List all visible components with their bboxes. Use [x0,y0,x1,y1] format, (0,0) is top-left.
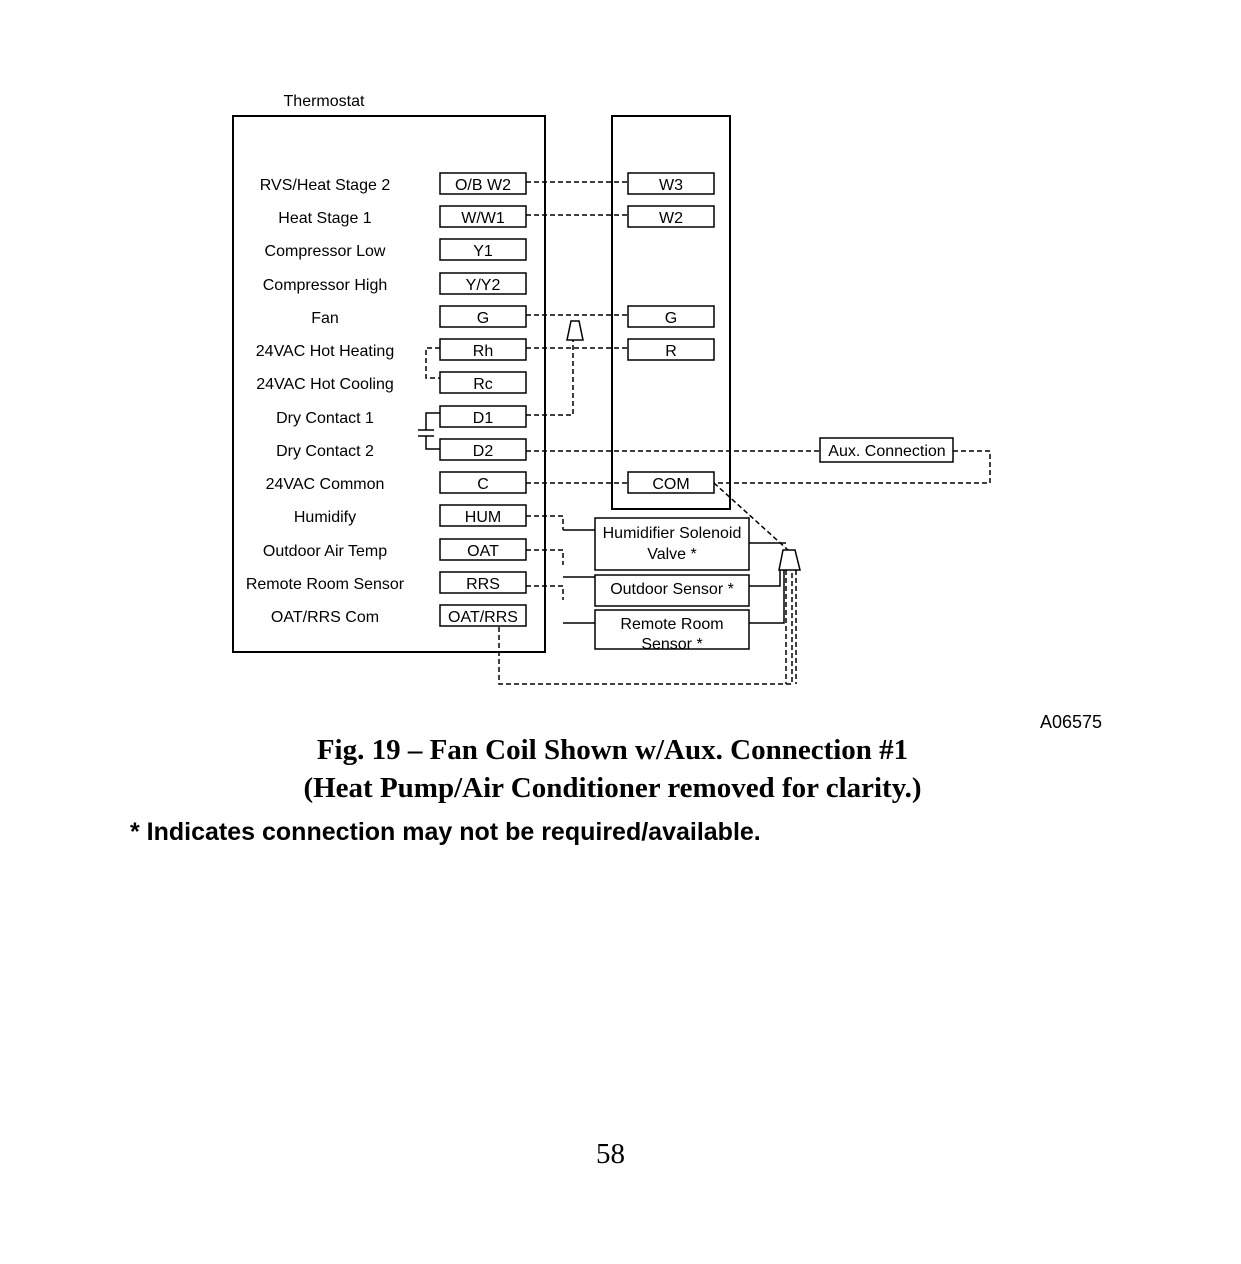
fan-coil-terminal-label: W3 [659,177,683,194]
fan-coil-terminal-label: W2 [659,210,683,227]
humidifier-label-line2: Valve * [647,546,697,563]
fan-coil-terminal-g: G [627,305,715,328]
thermostat-terminal-label: RRS [466,576,500,593]
thermostat-row-label: Humidify [294,509,356,526]
thermostat-row-label: 24VAC Hot Cooling [256,376,394,393]
thermostat-terminal-box [439,305,527,328]
wire-nut-icon [566,320,584,341]
thermostat-terminal-label: G [477,310,489,327]
aux-connection-label: Aux. Connection [828,443,945,460]
fan-coil-terminal-w2: W2 [627,205,715,228]
thermostat-row-label: 24VAC Hot Heating [256,343,394,360]
thermostat-row-label: Heat Stage 1 [278,210,372,227]
humidifier-solenoid-box: Humidifier Solenoid Valve * [594,517,750,571]
thermostat-terminal-box [439,405,527,428]
field-wiring [425,181,991,685]
wire-nut-icon [778,549,801,571]
thermostat-terminal-label: Y/Y2 [466,277,501,294]
humidifier-label-line1: Humidifier Solenoid [603,525,742,542]
thermostat-terminal-label: Y1 [473,243,493,260]
figure-title: Fig. 19 – Fan Coil Shown w/Aux. Connecti… [316,734,909,766]
thermostat-terminal-label: Rc [473,376,493,393]
thermostat-row-label: Outdoor Air Temp [263,543,387,560]
thermostat-terminal-rows: RVS/Heat Stage 2 O/B W2 Heat Stage 1 W/W1Co… [246,172,527,627]
fan-coil-box [611,115,731,510]
thermostat-title: Thermostat [284,93,365,110]
remote-room-label-line1: Remote Room [620,616,723,633]
figure-code: A06575 [1040,712,1102,730]
footnote: * Indicates connection may not be requir… [130,818,761,846]
remote-room-sensor-box: Remote Room Sensor * [594,609,750,653]
thermostat-terminal-label: W/W1 [461,210,505,227]
thermostat-terminal-box [439,338,527,361]
thermostat-row-label: Dry Contact 2 [276,443,374,460]
thermostat-row-label: OAT/RRS Com [271,609,379,626]
accessory-leads [418,412,786,624]
thermostat-terminal-label: O/B W2 [455,177,511,194]
thermostat-row-label: RVS/Heat Stage 2 [260,177,391,194]
fan-coil-terminal-label: R [665,343,677,360]
thermostat-terminal-label: OAT/RRS [448,609,518,626]
outdoor-sensor-box: Outdoor Sensor * [594,574,750,607]
wiring-diagram: Thermostat RVS/Heat Stage 2 O/B W2 Heat St… [232,93,1102,730]
fan-coil-terminal-label: COM [652,476,689,493]
thermostat-row-label: Fan [311,310,339,327]
thermostat-row-label: Dry Contact 1 [276,410,374,427]
thermostat-box [232,115,546,653]
page-number: 58 [596,1138,625,1170]
thermostat-terminal-label: D1 [473,410,494,427]
thermostat-terminal-box [439,272,527,295]
thermostat-row-label: Compressor High [263,277,387,294]
fan-coil-terminal-w3: W3 [627,172,715,195]
thermostat-terminal-label: HUM [465,509,501,526]
thermostat-terminal-box [439,205,527,228]
thermostat-terminal-box [439,571,527,594]
thermostat-row-label: Compressor Low [265,243,386,260]
thermostat-terminal-label: Rh [473,343,493,360]
thermostat-terminal-box [439,604,527,627]
fan-coil-terminal-r: R [627,338,715,361]
outdoor-sensor-label: Outdoor Sensor * [610,581,734,598]
fan-coil-terminal-label: G [665,310,677,327]
thermostat-terminal-label: D2 [473,443,494,460]
fan-coil-terminal-com: COM [627,471,715,494]
thermostat-terminal-label: C [477,476,489,493]
thermostat-row-label: 24VAC Common [266,476,385,493]
aux-connection-box: Aux. Connection [819,437,954,463]
thermostat-row-label: Remote Room Sensor [246,576,405,593]
thermostat-terminal-box [439,172,527,195]
remote-room-label-line2: Sensor * [641,636,702,653]
thermostat-terminal-box [439,238,527,261]
thermostat-terminal-box [439,371,527,394]
thermostat-terminal-label: OAT [467,543,499,560]
figure-subtitle: (Heat Pump/Air Conditioner removed for c… [303,772,922,804]
